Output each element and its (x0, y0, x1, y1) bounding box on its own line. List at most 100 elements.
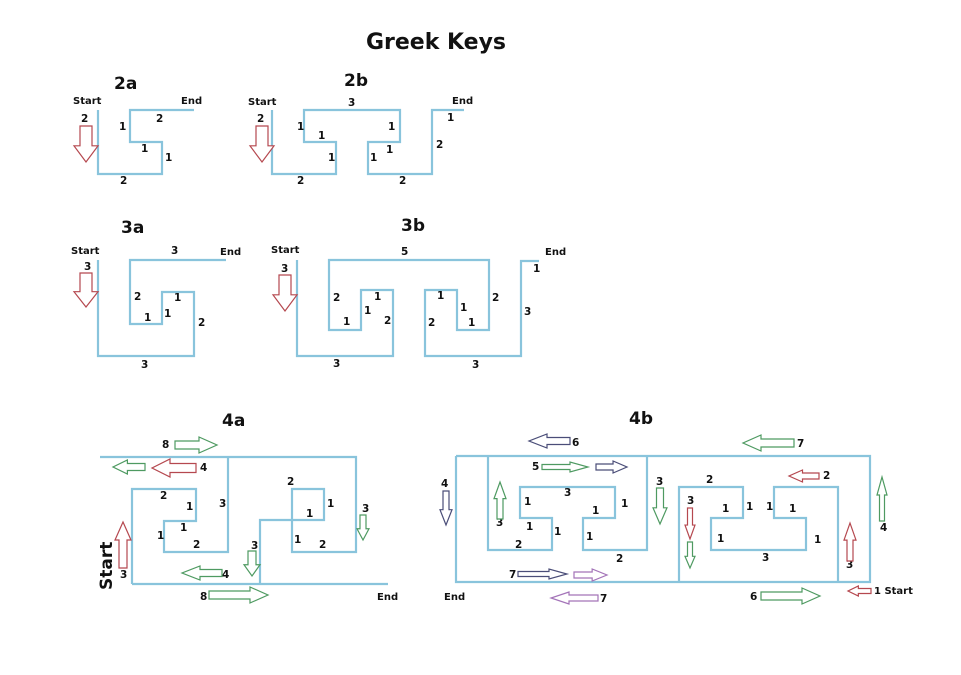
segment-length-label: 2 (156, 113, 163, 125)
end-label: End (377, 592, 398, 603)
segment-length-label: 3 (846, 559, 853, 571)
segment-length-label: 4 (222, 569, 229, 581)
segment-length-label: 1 (186, 501, 193, 513)
direction-arrow-left-icon (111, 459, 146, 475)
segment-length-label: 2 (399, 175, 406, 187)
direction-arrow-right-icon (595, 460, 629, 474)
segment-length-label: 3 (348, 97, 355, 109)
key-path-segment (96, 258, 226, 358)
diagram-title: 2a (114, 74, 137, 94)
segment-length-label: 2 (436, 139, 443, 151)
segment-length-label: 1 (374, 291, 381, 303)
direction-arrow-up-icon (114, 520, 132, 569)
start-label: Start (71, 246, 100, 257)
direction-arrow-left-icon (741, 434, 795, 452)
direction-arrow-up-icon (493, 480, 507, 520)
segment-length-label: 1 (364, 305, 371, 317)
segment-length-label: 2 (706, 474, 713, 486)
segment-length-label: 3 (524, 306, 531, 318)
direction-arrow-down-icon (439, 490, 453, 527)
direction-arrow-left-icon (150, 458, 197, 478)
direction-arrow-down-icon (652, 487, 668, 526)
segment-length-label: 1 (119, 121, 126, 133)
diagram-title: 4a (222, 411, 245, 431)
direction-arrow-down-icon (72, 272, 100, 308)
segment-length-label: 2 (428, 317, 435, 329)
start-label: Start (248, 97, 277, 108)
direction-arrow-left-icon (846, 585, 872, 597)
diagram-title: 4b (629, 409, 653, 429)
segment-length-label: 1 (554, 526, 561, 538)
segment-length-label: 3 (762, 552, 769, 564)
key-path-segment (270, 108, 464, 176)
key-path-segment (130, 457, 230, 584)
segment-length-label: 1 (789, 503, 796, 515)
direction-arrow-left-icon (549, 591, 599, 605)
segment-length-label: 2 (297, 175, 304, 187)
segment-length-label: 1 (294, 534, 301, 546)
segment-length-label: 1 (306, 508, 313, 520)
segment-length-label: 5 (401, 246, 408, 258)
segment-length-label: 3 (333, 358, 340, 370)
segment-length-label: 2 (616, 553, 623, 565)
segment-length-label: 2 (333, 292, 340, 304)
segment-length-label: 1 (164, 308, 171, 320)
segment-length-label: 1 (460, 302, 467, 314)
segment-length-label: 1 (386, 144, 393, 156)
segment-length-label: 1 (621, 498, 628, 510)
direction-arrow-down-icon (356, 514, 370, 542)
segment-length-label: 3 (171, 245, 178, 257)
segment-length-label: 7 (600, 593, 607, 605)
segment-length-label: 6 (750, 591, 757, 603)
key-path-segment (486, 456, 649, 552)
direction-arrow-right-icon (760, 587, 822, 605)
end-label: End (452, 96, 473, 107)
end-label: End (220, 247, 241, 258)
segment-length-label: 1 (388, 121, 395, 133)
segment-length-label: 3 (84, 261, 91, 273)
segment-length-label: 1 (180, 522, 187, 534)
segment-length-label: 2 (81, 113, 88, 125)
segment-length-label: 1 (144, 312, 151, 324)
segment-length-label: 7 (797, 438, 804, 450)
segment-length-label: 1 (468, 317, 475, 329)
segment-length-label: 1 (533, 263, 540, 275)
segment-length-label: 3 (472, 359, 479, 371)
segment-length-label: 1 (447, 112, 454, 124)
direction-arrow-right-icon (174, 436, 219, 454)
segment-length-label: 1 (586, 531, 593, 543)
segment-length-label: 1 (174, 292, 181, 304)
direction-arrow-down-icon (242, 550, 262, 578)
segment-length-label: 1 (717, 533, 724, 545)
segment-length-label: 2 (198, 317, 205, 329)
segment-length-label: 3 (656, 476, 663, 488)
segment-length-label: 3 (362, 503, 369, 515)
segment-length-label: 2 (384, 315, 391, 327)
direction-arrow-right-icon (573, 568, 609, 582)
direction-arrow-up-icon (843, 521, 857, 562)
key-path-segment (295, 258, 539, 358)
segment-length-label: 1 (766, 501, 773, 513)
segment-length-label: 1 (328, 152, 335, 164)
diagram-title: 3b (401, 216, 425, 236)
direction-arrow-down-icon (271, 274, 299, 313)
diagram-title: 2b (344, 71, 368, 91)
segment-length-label: 7 (509, 569, 516, 581)
segment-length-label: 8 (200, 591, 207, 603)
segment-length-label: 1 (746, 501, 753, 513)
segment-length-label: 4 (441, 478, 448, 490)
segment-length-label: 1 (157, 530, 164, 542)
segment-length-label: 1 (370, 152, 377, 164)
page-title: Greek Keys (366, 30, 506, 55)
segment-length-label: 2 (257, 113, 264, 125)
segment-length-label: 1 (814, 534, 821, 546)
segment-length-label: 2 (515, 539, 522, 551)
segment-length-label: 5 (532, 461, 539, 473)
direction-arrow-right-icon (517, 568, 570, 580)
